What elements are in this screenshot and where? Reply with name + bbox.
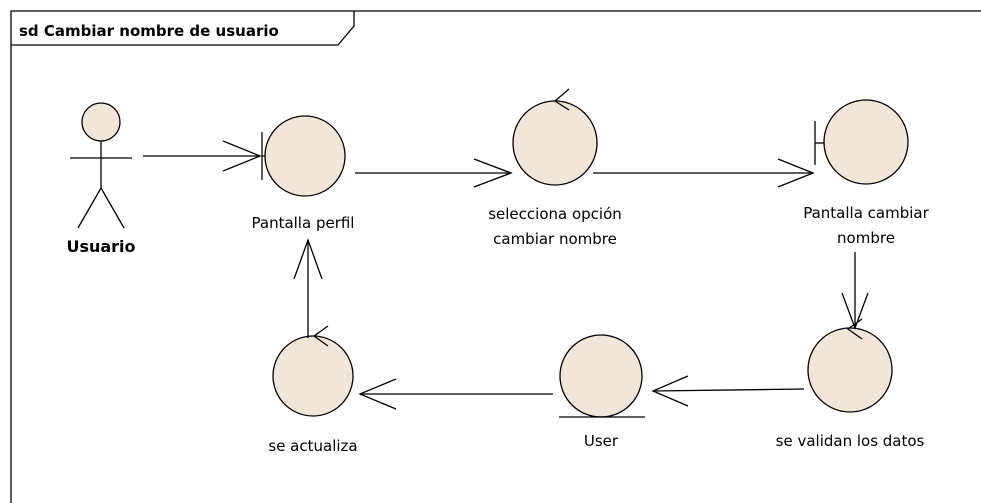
flow-se-validan-to-user	[651, 375, 805, 407]
node-label-line1: selecciona opción	[488, 205, 622, 223]
control-circle	[512, 100, 598, 186]
boundary-pantalla-perfil[interactable]: Pantalla perfil	[252, 115, 355, 232]
node-label: User	[584, 432, 619, 450]
flow-line	[652, 388, 805, 392]
boundary-pantalla-cambiar[interactable]: Pantalla cambiar nombre	[803, 99, 930, 247]
node-label-line2: nombre	[837, 229, 895, 247]
boundary-circle	[264, 115, 346, 197]
control-circle	[272, 335, 354, 417]
node-label-line2: cambiar nombre	[493, 230, 617, 248]
control-arrowhead	[553, 88, 570, 111]
flow-se-actualiza-to-pantalla-perfil	[293, 238, 323, 338]
flow-arrowhead	[358, 378, 397, 410]
flow-pantalla-cambiar-to-se-validan	[841, 252, 869, 330]
flow-arrowhead	[222, 140, 262, 172]
flow-selecciona-to-pantalla-cambiar	[593, 158, 815, 188]
flow-usuario-to-pantalla-perfil	[143, 140, 262, 172]
entity-user[interactable]: User	[559, 334, 645, 450]
node-label: Pantalla perfil	[252, 214, 355, 232]
flow-pantalla-perfil-to-selecciona	[355, 158, 513, 188]
control-se-validan[interactable]: se validan los datos	[776, 318, 925, 450]
actor-head	[81, 102, 121, 142]
frame-title: sd Cambiar nombre de usuario	[19, 22, 279, 40]
control-selecciona-opcion[interactable]: selecciona opción cambiar nombre	[488, 88, 622, 248]
actor-label: Usuario	[66, 237, 135, 256]
node-label: se actualiza	[268, 437, 357, 455]
flow-user-to-se-actualiza	[358, 378, 553, 410]
node-label-line1: Pantalla cambiar	[803, 204, 929, 222]
actor-usuario[interactable]: Usuario	[66, 102, 136, 256]
node-label: se validan los datos	[776, 432, 925, 450]
control-se-actualiza[interactable]: se actualiza	[268, 325, 358, 455]
actor-right-leg	[100, 187, 125, 229]
flow-arrowhead	[473, 158, 513, 188]
actor-left-leg	[77, 187, 102, 229]
flow-arrowhead	[293, 238, 323, 280]
control-arrowhead	[312, 325, 329, 347]
flow-arrowhead	[651, 375, 689, 407]
flow-arrowhead	[841, 292, 869, 330]
flow-arrowhead	[777, 158, 815, 188]
control-circle	[807, 327, 893, 413]
boundary-circle	[823, 99, 909, 185]
entity-circle	[559, 334, 643, 418]
diagram-frame: sd Cambiar nombre de usuario	[10, 10, 981, 503]
